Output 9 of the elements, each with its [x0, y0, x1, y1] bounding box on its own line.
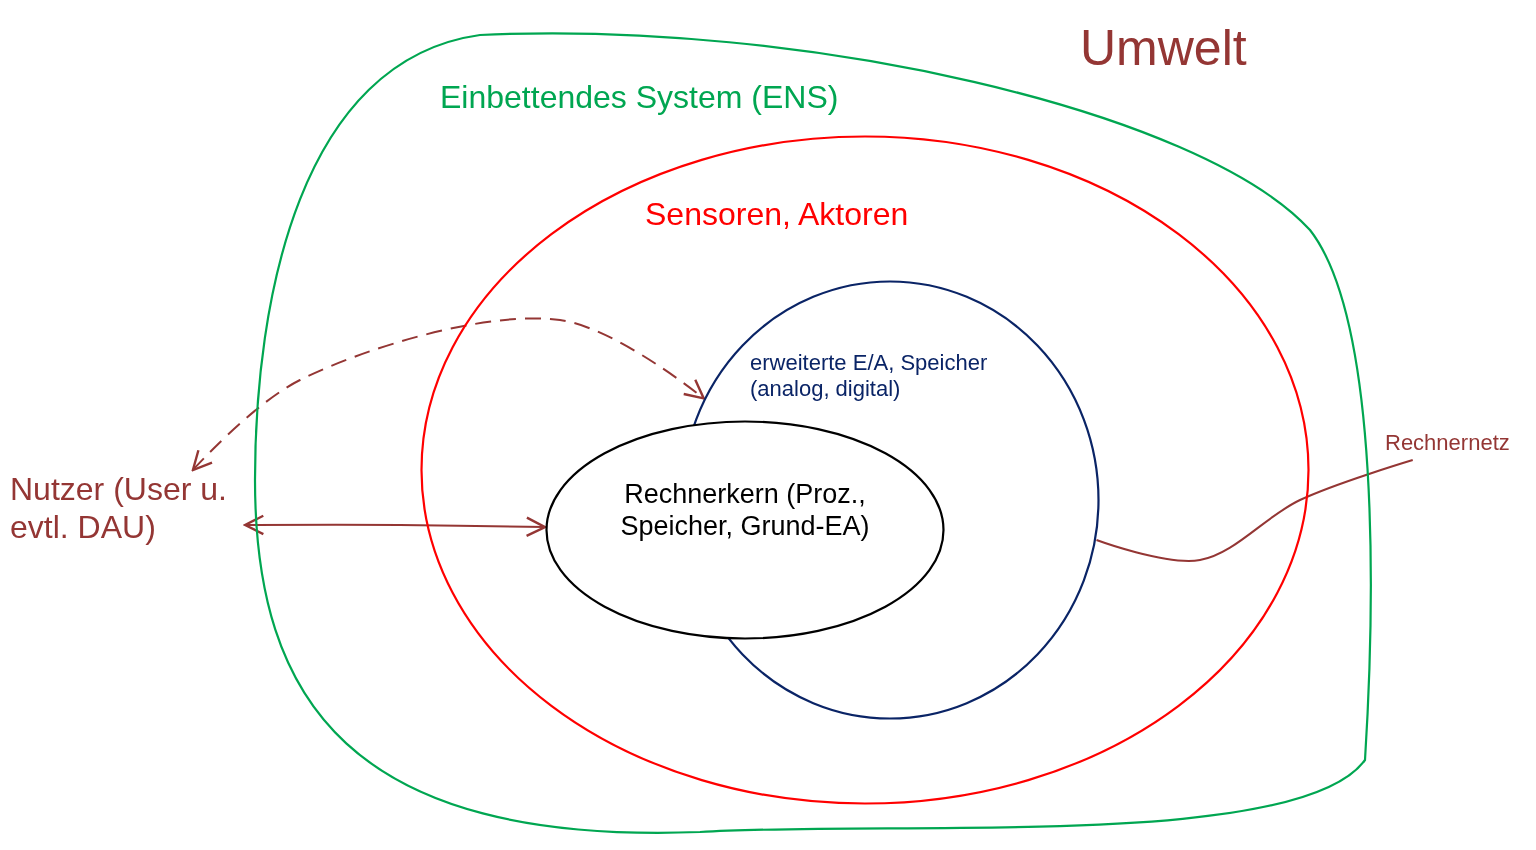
connector-arrow [191, 317, 705, 472]
region-label: Umwelt [1080, 19, 1247, 78]
connector-arrow [243, 514, 547, 538]
region-label: erweiterte E/A, Speicher (analog, digital) [750, 350, 989, 403]
region-label: Einbettendes System (ENS) [440, 78, 840, 117]
region-label: Rechnerkern (Proz., Speicher, Grund-EA) [619, 478, 871, 543]
region-label: Sensoren, Aktoren [645, 195, 910, 234]
actor-label: Rechnernetz [1385, 430, 1511, 457]
actor-label: Nutzer (User u. evtl. DAU) [10, 470, 228, 547]
